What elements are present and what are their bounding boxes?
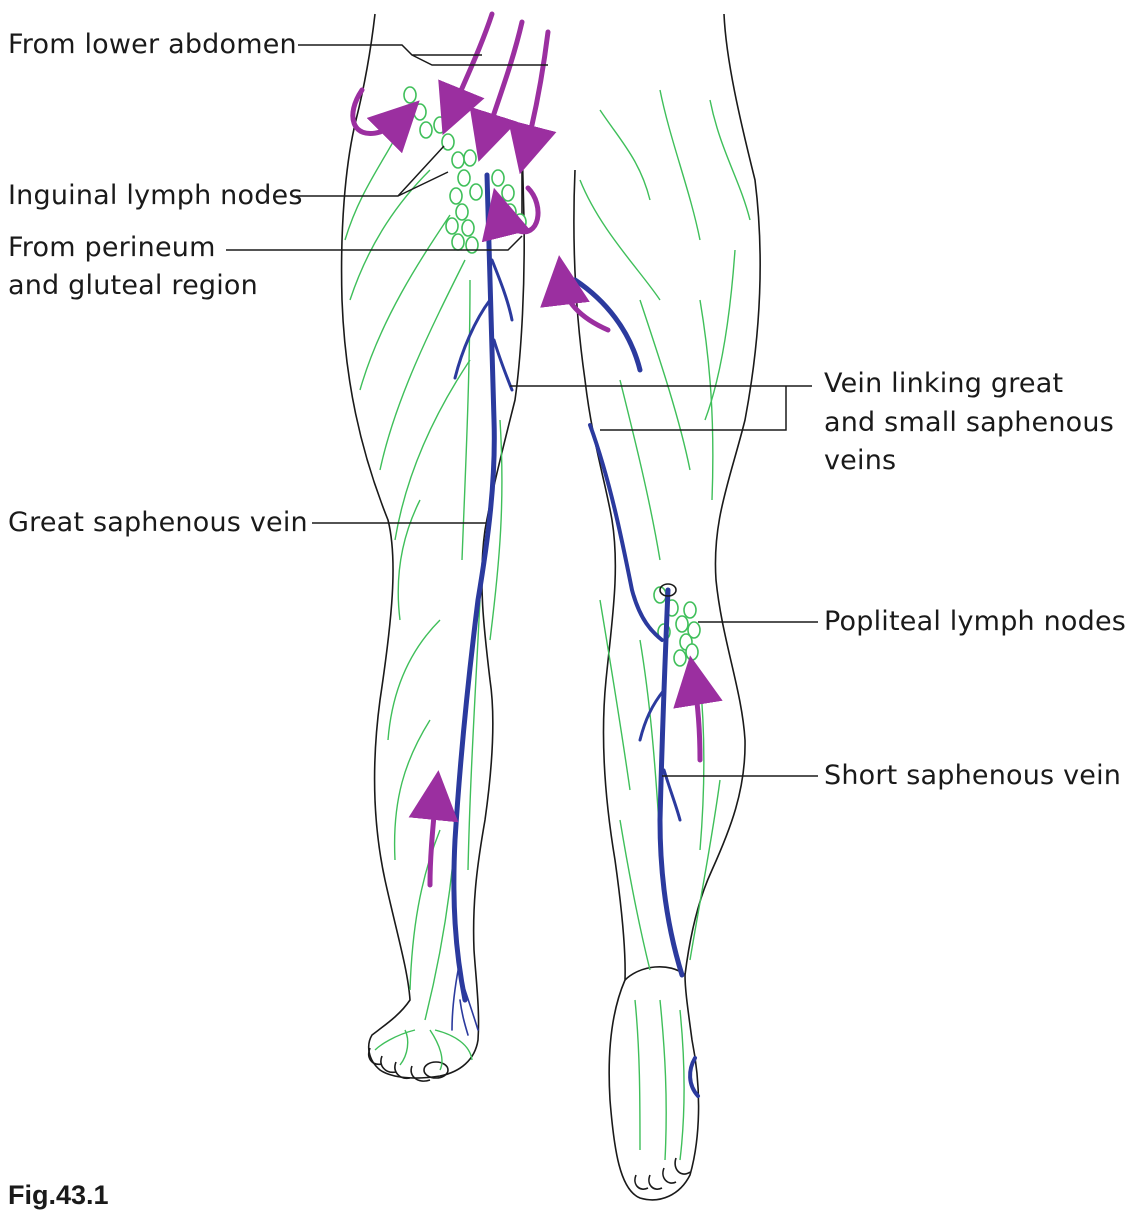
great-saphenous-tributary-2 [492, 338, 514, 392]
foot-vein-branches [451, 959, 479, 1036]
label-short-saphenous-vein: Short saphenous vein [824, 760, 1122, 791]
leader-linking-veins [510, 385, 812, 431]
figure-caption: Fig.43.1 [8, 1180, 109, 1210]
label-great-saphenous-vein: Great saphenous vein [8, 507, 308, 538]
lymph-flow-arrows [350, 11, 723, 888]
left-toes [367, 1047, 449, 1082]
great-saphenous-vein [451, 172, 497, 1003]
saphenopopliteal-junction-marker [659, 583, 677, 597]
great-saphenous-tributary-1 [453, 298, 492, 380]
perineum-curved-arrow [481, 185, 541, 243]
abdomen-arrow-1 [438, 11, 495, 136]
label-linking-vein-line2: and small saphenous [824, 407, 1114, 438]
short-saphenous-vein [657, 587, 685, 978]
short-saphenous-tributary-1 [638, 688, 666, 742]
popliteal-lymph-nodes [653, 586, 701, 667]
vein-linking-great-and-small-saphenous [588, 423, 664, 642]
great-saphenous-tributary-3 [490, 258, 514, 322]
label-inguinal-lymph-nodes: Inguinal lymph nodes [8, 180, 303, 211]
label-lower-abdomen: From lower abdomen [8, 29, 297, 60]
lateral-curved-arrow [350, 87, 420, 154]
leg-ascending-arrow [408, 770, 459, 888]
right-leg-lateral-edge [684, 13, 761, 976]
leader-perineum [226, 235, 523, 251]
leader-lower-abdomen [298, 44, 548, 66]
leader-inguinal-nodes [296, 145, 449, 197]
ankle-vein [688, 1056, 700, 1098]
abdomen-arrow-2 [469, 19, 525, 162]
posterior-thigh-vein [572, 277, 643, 373]
lymphatic-vessels [344, 89, 751, 1161]
leader-lines [226, 44, 818, 777]
label-linking-vein-line3: veins [824, 445, 897, 476]
abdomen-arrow-3 [508, 29, 557, 175]
right-toes [634, 1157, 691, 1190]
right-heel [624, 965, 686, 981]
label-perineum-line1: From perineum [8, 232, 216, 263]
popliteal-ascending-arrow [673, 655, 723, 763]
label-linking-vein-line1: Vein linking great [824, 368, 1064, 399]
label-popliteal-lymph-nodes: Popliteal lymph nodes [824, 606, 1127, 637]
label-perineum-line2: and gluteal region [8, 270, 258, 301]
posterior-thigh-arrow [540, 255, 611, 333]
short-saphenous-tributary-2 [662, 768, 682, 822]
